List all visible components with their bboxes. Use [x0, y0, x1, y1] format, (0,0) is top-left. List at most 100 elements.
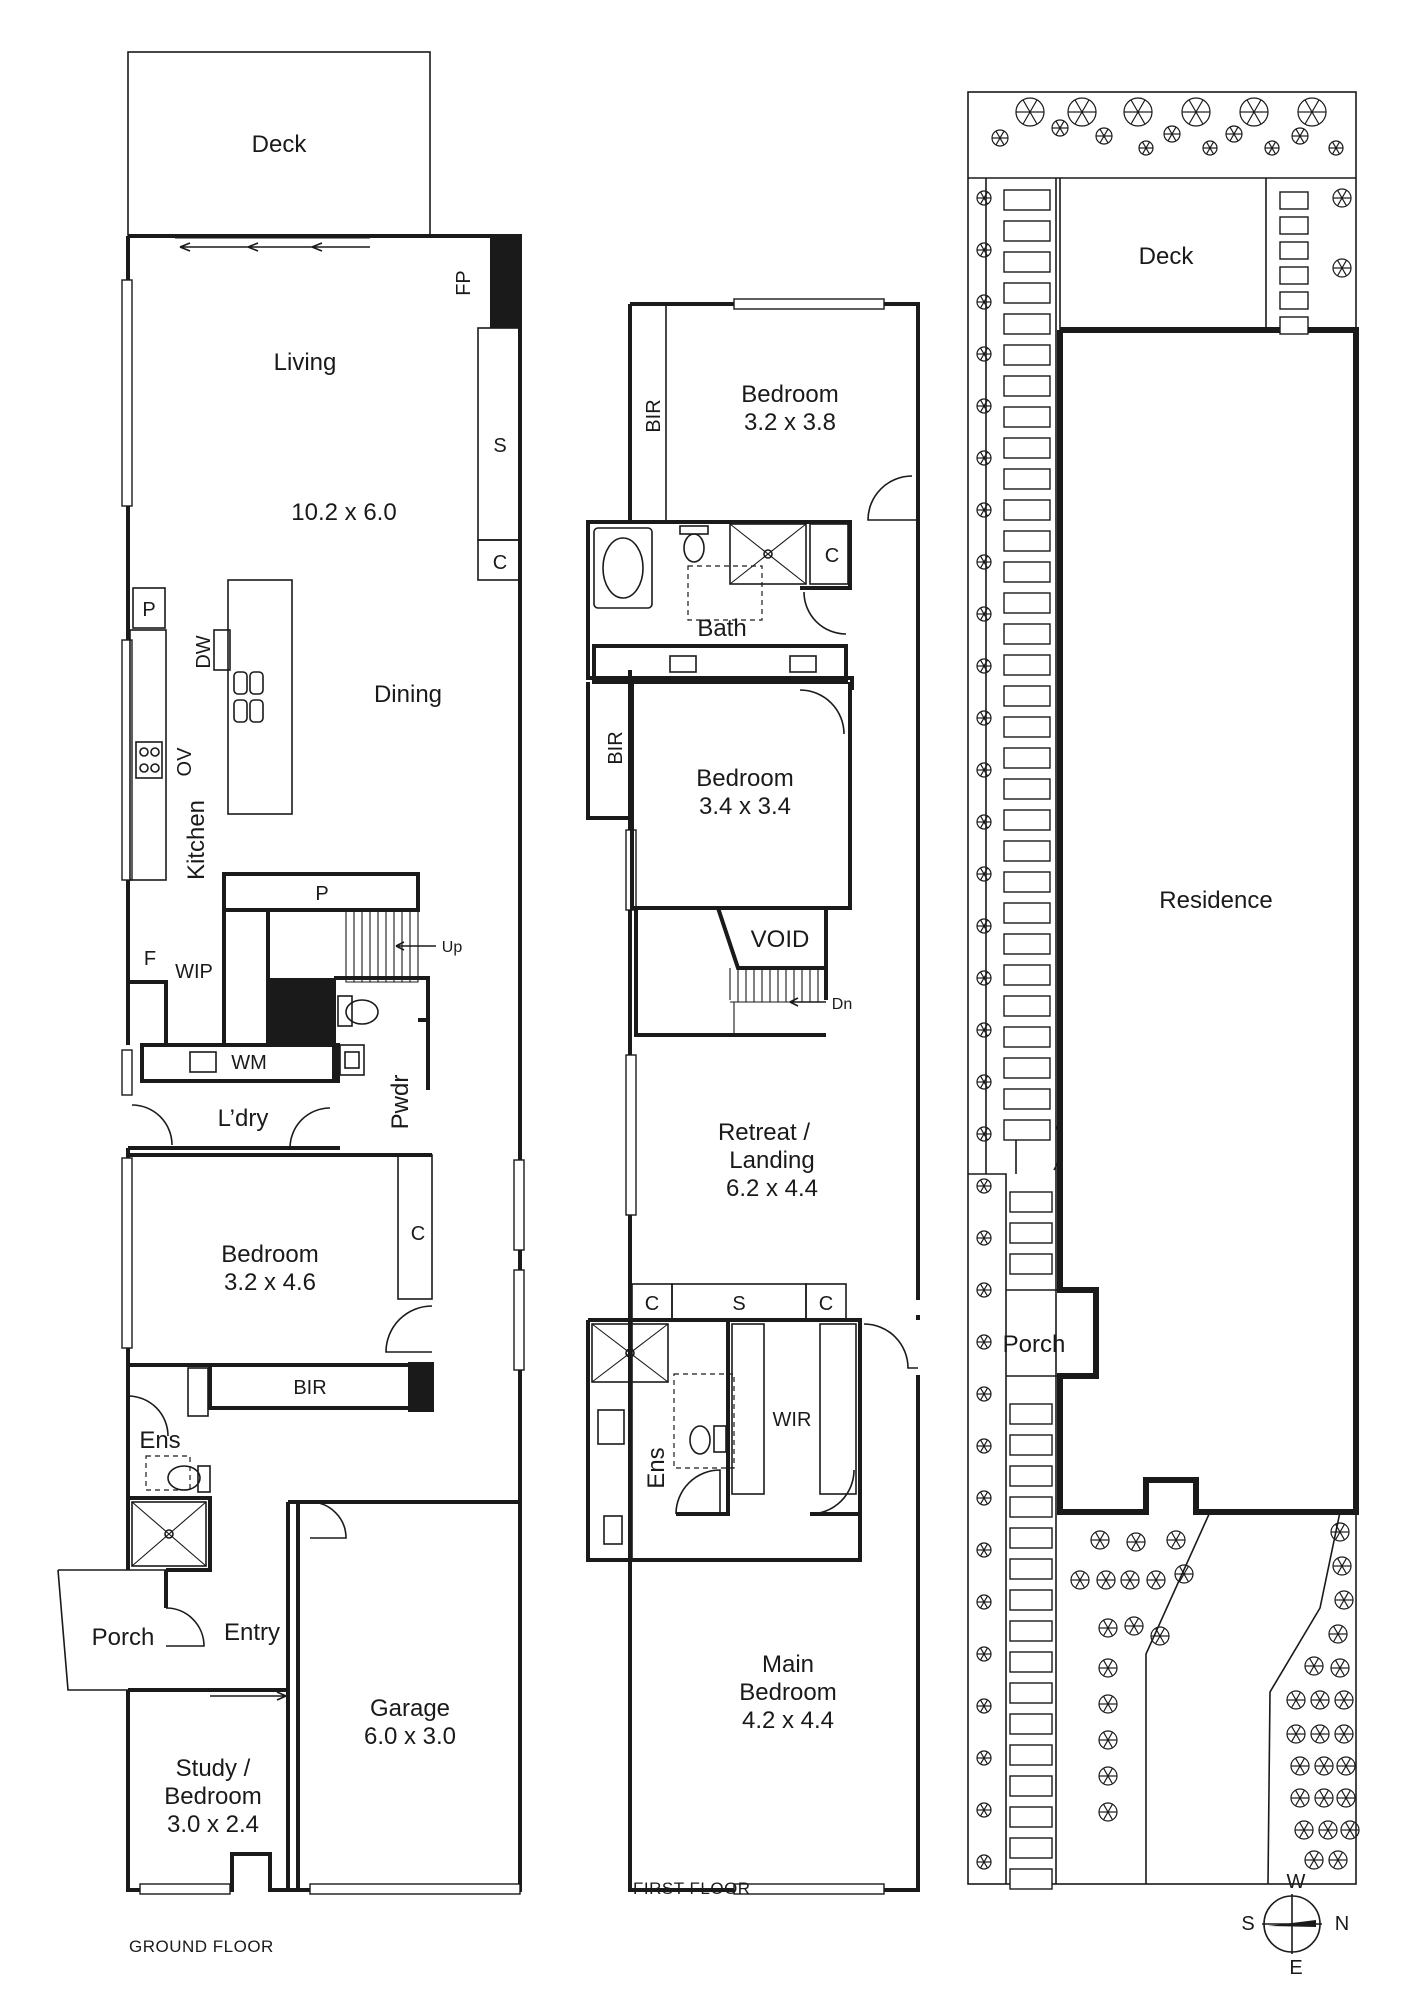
- tree-icon: [1202, 140, 1218, 156]
- tree-icon: [976, 1282, 992, 1298]
- paver: [1003, 468, 1051, 490]
- ff-retreat-label-2: Landing: [729, 1147, 814, 1174]
- tree-icon: [976, 1178, 992, 1194]
- gf-fp-label: FP: [453, 270, 475, 296]
- paver: [1009, 1868, 1053, 1890]
- site-trees: [976, 97, 1360, 1870]
- paver: [1009, 1434, 1053, 1456]
- gf-c-living-label: C: [493, 552, 507, 574]
- paver: [1003, 344, 1051, 366]
- paver: [1003, 499, 1051, 521]
- tree-icon: [976, 1334, 992, 1350]
- paver: [1009, 1651, 1053, 1673]
- tree-icon: [1090, 1530, 1110, 1550]
- compass-north: N: [1335, 1913, 1349, 1935]
- tree-icon: [976, 1230, 992, 1246]
- tree-icon: [976, 970, 992, 986]
- paver: [1003, 840, 1051, 862]
- ff-c-right-label: C: [819, 1293, 833, 1315]
- compass: W S N E: [1241, 1871, 1349, 1979]
- tree-icon: [1098, 1802, 1118, 1822]
- tree-icon: [976, 1594, 992, 1610]
- ff-bath-label: Bath: [697, 615, 746, 642]
- tree-icon: [1286, 1724, 1306, 1744]
- site-plan: Deck Residence Porch: [967, 91, 1360, 1890]
- paver: [1009, 1744, 1053, 1766]
- gf-kitchen-label: Kitchen: [183, 800, 210, 880]
- tree-icon: [1328, 1624, 1348, 1644]
- tree-icon: [976, 450, 992, 466]
- ff-c-bath-label: C: [825, 545, 839, 567]
- ff-void-label: VOID: [751, 926, 810, 953]
- tree-icon: [1332, 1556, 1352, 1576]
- paver: [1279, 291, 1309, 310]
- tree-icon: [1166, 1530, 1186, 1550]
- tree-icon: [976, 346, 992, 362]
- tree-icon: [1290, 1788, 1310, 1808]
- tree-icon: [976, 1022, 992, 1038]
- tree-icon: [1340, 1820, 1360, 1840]
- ff-s-label: S: [732, 1293, 745, 1315]
- tree-icon: [976, 1802, 992, 1818]
- tree-icon: [1098, 1766, 1118, 1786]
- tree-icon: [976, 1646, 992, 1662]
- site-deck-label: Deck: [1139, 243, 1195, 270]
- compass-west: W: [1287, 1871, 1306, 1893]
- paver: [1003, 871, 1051, 893]
- tree-icon: [1096, 1570, 1116, 1590]
- paver: [1003, 902, 1051, 924]
- tree-icon: [976, 190, 992, 206]
- tree-icon: [1332, 258, 1352, 278]
- paver: [1003, 406, 1051, 428]
- ground-floor-plan: Deck FP Living S 10.2 x 6.0 C P DW Dinin…: [57, 51, 525, 1956]
- tree-icon: [1264, 140, 1280, 156]
- gf-c-bedroom-label: C: [411, 1223, 425, 1245]
- tree-icon: [976, 1698, 992, 1714]
- tree-icon: [976, 606, 992, 622]
- tree-icon: [1095, 127, 1113, 145]
- tree-icon: [1336, 1788, 1356, 1808]
- tree-icon: [1120, 1570, 1140, 1590]
- gf-garage-label: Garage: [370, 1695, 450, 1722]
- tree-icon: [1146, 1570, 1166, 1590]
- gf-ov-label: OV: [174, 747, 196, 777]
- gf-living-label: Living: [274, 349, 337, 376]
- tree-icon: [1098, 1658, 1118, 1678]
- tree-icon: [1124, 1616, 1144, 1636]
- tree-icon: [1304, 1656, 1324, 1676]
- ff-bedroom1-label: Bedroom: [741, 381, 838, 408]
- gf-bedroom-label: Bedroom: [221, 1241, 318, 1268]
- ff-retreat-dims: 6.2 x 4.4: [726, 1175, 818, 1202]
- gf-study-label-1: Study /: [176, 1755, 251, 1782]
- tree-icon: [976, 1490, 992, 1506]
- tree-icon: [1334, 1690, 1354, 1710]
- fireplace-block: [490, 236, 520, 328]
- site-porch-label: Porch: [1003, 1331, 1066, 1358]
- gf-f-label: F: [144, 948, 156, 970]
- paver: [1003, 282, 1051, 304]
- ff-c-left-label: C: [645, 1293, 659, 1315]
- paver: [1003, 623, 1051, 645]
- tree-icon: [1286, 1690, 1306, 1710]
- gf-outer-wall: [128, 234, 522, 1892]
- paver: [1003, 1057, 1051, 1079]
- paver: [1003, 1119, 1051, 1141]
- tree-icon: [976, 1542, 992, 1558]
- paver: [1009, 1558, 1053, 1580]
- tree-icon: [1098, 1730, 1118, 1750]
- ff-wir-label: WIR: [773, 1409, 812, 1431]
- ff-caption: FIRST FLOOR: [633, 1879, 751, 1898]
- tree-icon: [1314, 1788, 1334, 1808]
- tree-icon: [1314, 1756, 1334, 1776]
- paver: [1279, 316, 1309, 335]
- gf-s-label: S: [493, 435, 506, 457]
- tree-icon: [1138, 140, 1154, 156]
- gf-deck-label: Deck: [252, 131, 308, 158]
- paver: [1003, 654, 1051, 676]
- tree-icon: [1294, 1820, 1314, 1840]
- gf-wip-label: WIP: [175, 961, 213, 983]
- gf-up-label: Up: [442, 939, 463, 956]
- paver: [1279, 216, 1309, 235]
- tree-icon: [1310, 1724, 1330, 1744]
